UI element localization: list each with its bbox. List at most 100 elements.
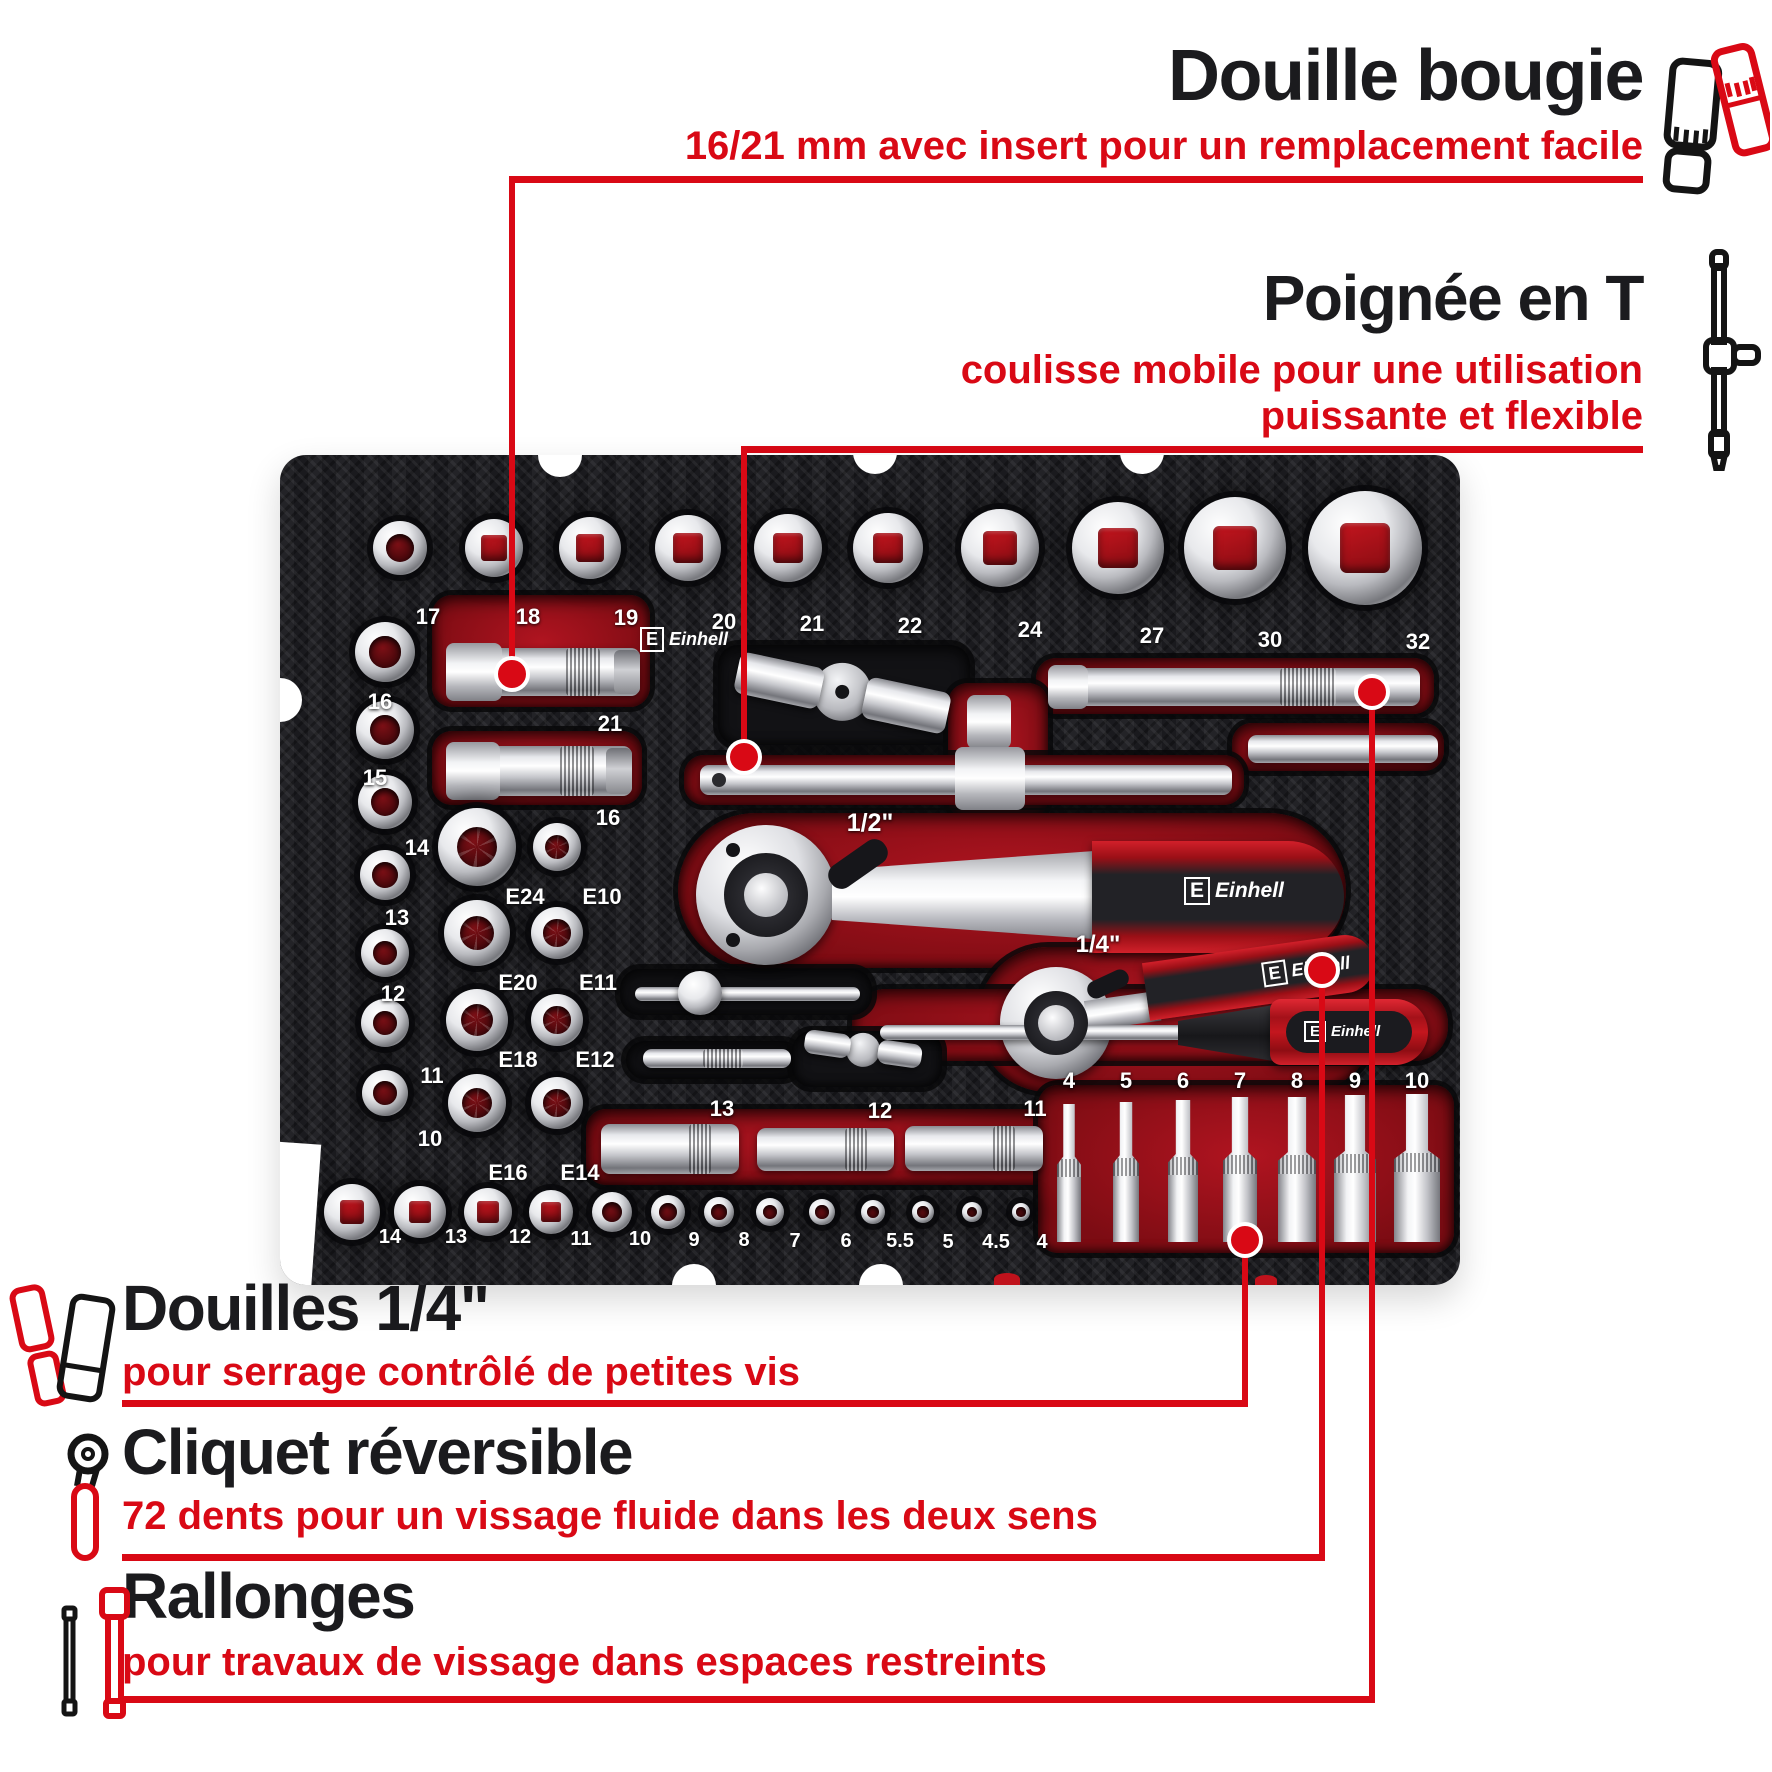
socket <box>529 1190 573 1234</box>
socket-label: E10 <box>582 884 622 909</box>
foam-notch <box>853 455 897 474</box>
socket-label: 8 <box>1290 1068 1304 1093</box>
socket <box>324 1184 380 1240</box>
socket-label: E24 <box>505 884 545 909</box>
felt-peek <box>1255 1275 1277 1285</box>
callout-title: Poignée en T <box>1262 262 1645 334</box>
t-handle-adapter <box>967 695 1011 749</box>
socket-label: 7 <box>1233 1068 1247 1093</box>
socket-label: 10 <box>1404 1068 1430 1093</box>
annotation-line <box>1319 970 1325 1561</box>
socket <box>361 999 409 1047</box>
drive-size-label: 1/2" <box>846 809 894 837</box>
callout-title: Douille bougie <box>1168 36 1644 116</box>
einhell-logo-icon: E <box>640 627 665 652</box>
socket-label: 12 <box>508 1226 532 1248</box>
socket-label: 14 <box>378 1226 402 1248</box>
socket <box>373 521 427 575</box>
socket <box>1184 497 1286 599</box>
etorx-socket <box>448 1074 506 1132</box>
extension-bar-short <box>1248 735 1438 763</box>
socket-label: 11 <box>1023 1096 1047 1121</box>
foam-corner-cut <box>280 1141 322 1285</box>
socket-label: 8 <box>738 1229 750 1251</box>
socket-label: 5.5 <box>886 1230 914 1252</box>
socket-label: 12 <box>380 981 406 1006</box>
t-handle-adapter-body <box>955 747 1025 810</box>
socket <box>361 929 409 977</box>
socket-label: 19 <box>613 605 639 630</box>
deep-socket <box>757 1128 894 1171</box>
socket-label: 14 <box>404 835 430 860</box>
socket-label: E20 <box>498 970 538 995</box>
extensions-icon <box>61 1587 130 1719</box>
socket-label: E12 <box>575 1047 615 1072</box>
etorx-socket <box>446 989 508 1051</box>
annotation-dot <box>726 739 762 775</box>
callout-subtitle: 16/21 mm avec insert pour un remplacemen… <box>684 124 1643 168</box>
einhell-foam-logo: E Einhell <box>640 627 728 652</box>
socket-label: 4.5 <box>982 1231 1010 1253</box>
socket-label: 16 <box>367 689 393 714</box>
foam-notch <box>1120 455 1164 474</box>
einhell-logo-icon: E <box>1261 959 1289 988</box>
deep-socket <box>601 1124 739 1174</box>
socket <box>358 775 412 829</box>
socket-label: E14 <box>560 1160 600 1185</box>
socket <box>704 1197 734 1227</box>
callout-subtitle: pour travaux de vissage dans espaces res… <box>122 1640 1047 1684</box>
small-extension-bar <box>635 987 860 1001</box>
socket <box>1072 502 1164 594</box>
foam-notch <box>672 1264 716 1285</box>
annotation-dot <box>1354 674 1390 710</box>
annotation-underline <box>741 446 1643 453</box>
socket-label: 20 <box>711 609 737 634</box>
socket-label: 12 <box>867 1098 893 1123</box>
etorx-socket <box>533 823 581 871</box>
annotation-line <box>509 176 515 676</box>
socket-label: 9 <box>688 1229 700 1251</box>
socket-label: 17 <box>415 604 441 629</box>
socket-label: 13 <box>384 905 410 930</box>
annotation-line <box>1369 692 1375 1703</box>
small-extension-knurled <box>643 1049 791 1068</box>
annotation-line <box>741 446 747 759</box>
adapter-disc <box>678 971 722 1015</box>
callout-title: Rallonges <box>122 1560 416 1632</box>
socket <box>651 1195 685 1229</box>
socket <box>362 1070 408 1116</box>
socket <box>853 513 923 583</box>
socket-label: 9 <box>1348 1068 1362 1093</box>
etorx-socket <box>444 900 510 966</box>
socket-label: 24 <box>1017 617 1043 642</box>
socket-label: 7 <box>789 1230 801 1252</box>
socket-label: 10 <box>628 1228 652 1250</box>
socket-label: 4 <box>1062 1068 1076 1093</box>
annotation-underline <box>122 1696 1375 1703</box>
socket-label: 5 <box>942 1231 954 1253</box>
socket-label: 18 <box>515 604 541 629</box>
etorx-socket <box>531 907 583 959</box>
socket-label: 6 <box>840 1230 852 1252</box>
etorx-socket <box>438 808 516 886</box>
socket-label: 27 <box>1139 623 1165 648</box>
foam-notch <box>538 455 582 477</box>
socket-label: 11 <box>420 1063 444 1088</box>
socket-label: 10 <box>417 1126 443 1151</box>
annotation-dot <box>1304 952 1340 988</box>
drive-size-label: 1/4" <box>1075 931 1121 958</box>
socket-label: E16 <box>488 1160 528 1185</box>
t-handle-icon <box>1703 249 1761 471</box>
socket-label: 5 <box>1119 1068 1133 1093</box>
annotation-line <box>1242 1240 1248 1407</box>
socket-label: 21 <box>799 611 825 636</box>
annotation-dot <box>494 656 530 692</box>
socket <box>912 1201 934 1223</box>
einhell-logo-icon: E <box>1184 877 1211 906</box>
socket-label: 15 <box>362 765 388 790</box>
socket <box>356 701 414 759</box>
deep-socket <box>905 1126 1043 1171</box>
socket-label: 32 <box>1405 629 1431 654</box>
socket <box>756 1198 784 1226</box>
